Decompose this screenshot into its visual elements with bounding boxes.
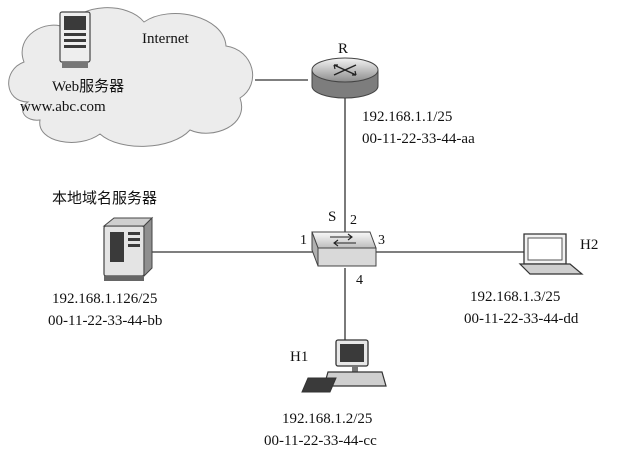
switch-name: S	[328, 209, 337, 225]
network-links	[145, 79, 528, 340]
web-server-domain: www.abc.com	[20, 99, 106, 115]
h2-ip: 192.168.1.3/25	[470, 289, 561, 305]
dns-server-label: 本地域名服务器	[52, 191, 158, 207]
switch-icon	[311, 231, 377, 267]
h1-ip: 192.168.1.2/25	[282, 411, 373, 427]
desktop-computer-icon	[301, 339, 387, 393]
switch-port-2: 2	[350, 213, 357, 228]
router-icon	[311, 57, 379, 99]
router-mac: 00-11-22-33-44-aa	[362, 131, 475, 147]
h2-mac: 00-11-22-33-44-dd	[464, 311, 579, 327]
switch-port-4: 4	[356, 273, 363, 288]
dns-server-ip: 192.168.1.126/25	[52, 291, 158, 307]
dns-server-icon	[102, 216, 154, 281]
web-server-icon	[59, 11, 91, 68]
switch-port-3: 3	[378, 233, 385, 248]
laptop-icon	[518, 233, 584, 275]
web-server-label: Web服务器	[52, 79, 125, 95]
internet-label: Internet	[142, 31, 189, 47]
internet-cloud	[8, 7, 254, 147]
router-ip: 192.168.1.1/25	[362, 109, 453, 125]
dns-server-mac: 00-11-22-33-44-bb	[48, 313, 163, 329]
switch-port-1: 1	[300, 233, 307, 248]
h2-name: H2	[580, 237, 599, 253]
h1-name: H1	[290, 349, 309, 365]
router-name: R	[338, 41, 349, 57]
h1-mac: 00-11-22-33-44-cc	[264, 433, 377, 449]
